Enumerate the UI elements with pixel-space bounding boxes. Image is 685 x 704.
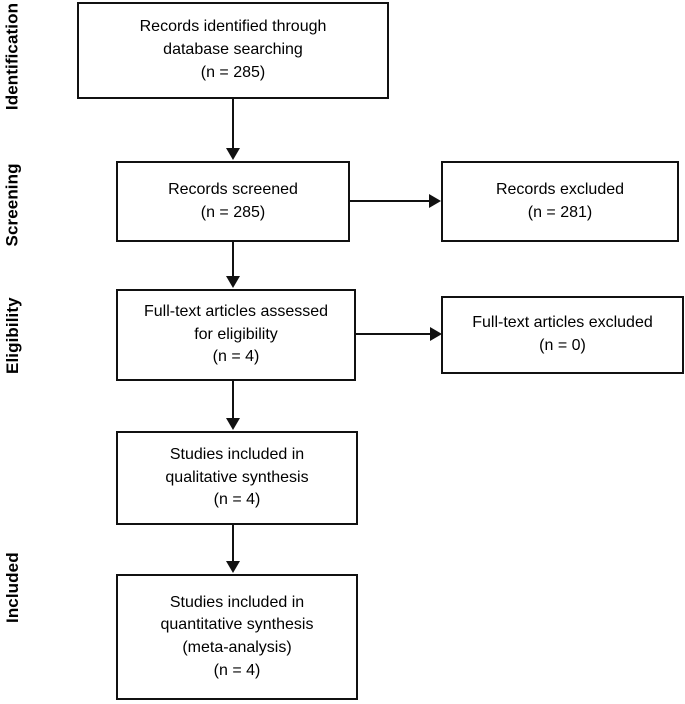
stage-label-identification: Identification bbox=[2, 2, 22, 111]
node-records-identified-text: Records identified through database sear… bbox=[139, 18, 327, 81]
connector-identified-to-screened bbox=[232, 99, 234, 150]
arrowhead-screened-to-fulltext bbox=[226, 276, 240, 288]
node-quantitative-synthesis-text: Studies included in quantitative synthes… bbox=[160, 593, 314, 679]
connector-screened-to-fulltext bbox=[232, 242, 234, 278]
node-qualitative-synthesis: Studies included in qualitative synthesi… bbox=[116, 431, 358, 525]
arrowhead-fulltext-to-qualitative bbox=[226, 418, 240, 430]
node-fulltext-excluded: Full-text articles excluded (n = 0) bbox=[441, 296, 684, 374]
connector-fulltext-to-qualitative bbox=[232, 381, 234, 419]
stage-label-screening: Screening bbox=[2, 163, 22, 247]
node-records-screened: Records screened (n = 285) bbox=[116, 161, 350, 242]
node-records-excluded: Records excluded (n = 281) bbox=[441, 161, 679, 242]
node-quantitative-synthesis: Studies included in quantitative synthes… bbox=[116, 574, 358, 700]
node-records-identified: Records identified through database sear… bbox=[77, 2, 389, 99]
arrowhead-qualitative-to-quantitative bbox=[226, 561, 240, 573]
stage-label-included: Included bbox=[3, 552, 22, 623]
node-fulltext-assessed: Full-text articles assessed for eligibil… bbox=[116, 289, 356, 381]
node-fulltext-assessed-text: Full-text articles assessed for eligibil… bbox=[143, 302, 329, 366]
node-fulltext-excluded-text: Full-text articles excluded (n = 0) bbox=[472, 314, 653, 354]
node-qualitative-synthesis-text: Studies included in qualitative synthesi… bbox=[165, 445, 309, 509]
arrowhead-screened-to-excluded bbox=[429, 194, 441, 208]
connector-fulltext-to-excluded bbox=[356, 333, 431, 335]
connector-qualitative-to-quantitative bbox=[232, 525, 234, 563]
connector-screened-to-excluded bbox=[350, 200, 430, 202]
stage-label-eligibility: Eligibility bbox=[3, 297, 22, 374]
arrowhead-fulltext-to-excluded bbox=[430, 327, 442, 341]
node-records-excluded-text: Records excluded (n = 281) bbox=[495, 180, 625, 221]
arrowhead-identified-to-screened bbox=[226, 148, 240, 160]
node-records-screened-text: Records screened (n = 285) bbox=[168, 180, 298, 221]
